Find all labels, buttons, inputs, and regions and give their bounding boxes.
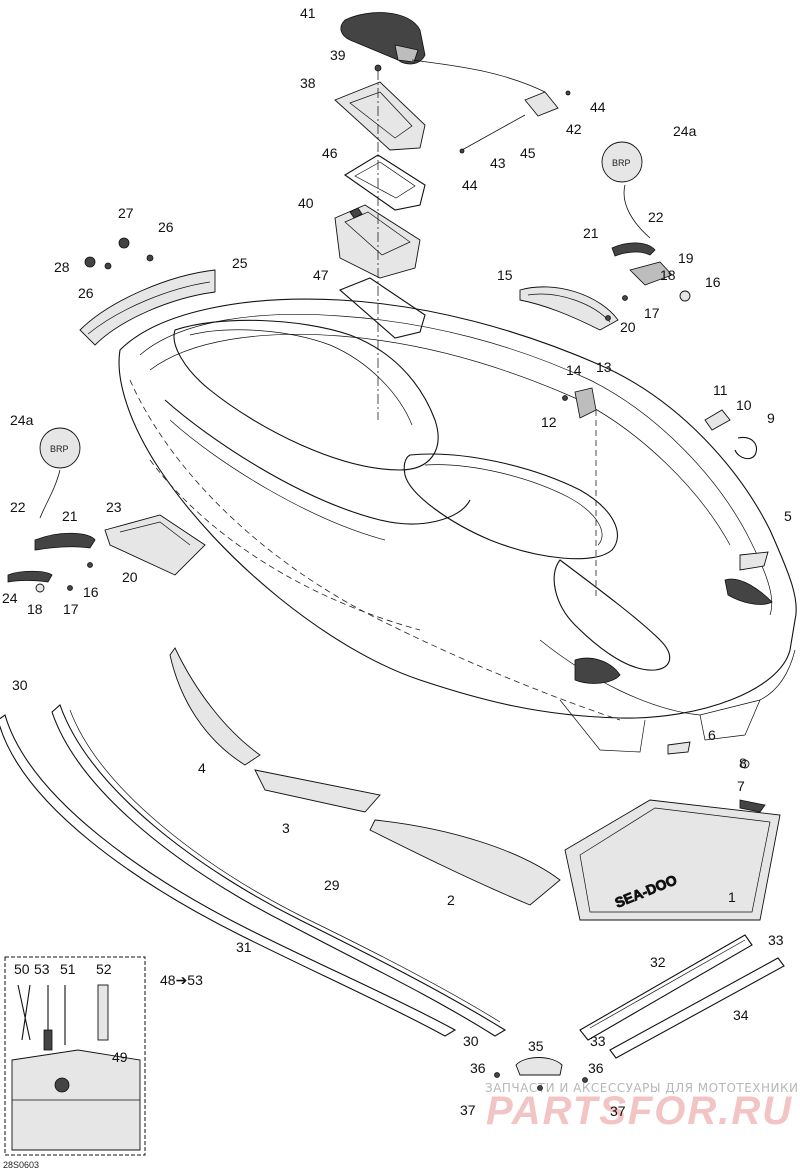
- callout-label: 10: [736, 397, 752, 413]
- callout-label: 24a: [673, 123, 697, 139]
- callout-label: 36: [470, 1060, 486, 1076]
- callout-label: 17: [63, 601, 79, 617]
- callout-label: 20: [620, 319, 636, 335]
- callout-label: 27: [118, 205, 134, 221]
- callout-label: 18: [27, 601, 43, 617]
- callout-label: 32: [650, 954, 666, 970]
- svg-text:BRP: BRP: [612, 158, 631, 168]
- callout-label: 30: [12, 677, 28, 693]
- callout-label: 28: [54, 259, 70, 275]
- callout-label: 22: [648, 209, 664, 225]
- callout-label: 36: [588, 1060, 604, 1076]
- callout-label: 18: [660, 267, 676, 283]
- range-label: 48➔53: [160, 972, 203, 988]
- callout-label: 1: [728, 889, 736, 905]
- callout-label: 16: [705, 274, 721, 290]
- callout-label: 21: [62, 508, 78, 524]
- deck-mats: SEA-DOO: [169, 647, 781, 921]
- gunwale-strips: [0, 704, 507, 1037]
- callout-label: 30: [463, 1033, 479, 1049]
- callout-label: 9: [767, 410, 775, 426]
- callout-label: 24: [2, 590, 18, 606]
- callout-label: 46: [322, 145, 338, 161]
- callout-label: 8: [739, 755, 747, 771]
- callout-label: 6: [708, 727, 716, 743]
- glovebox-assembly: [334, 12, 571, 420]
- callout-label: 37: [460, 1102, 476, 1118]
- svg-text:BRP: BRP: [50, 444, 69, 454]
- brp-logo-right: [601, 141, 643, 183]
- callout-label: 42: [566, 121, 582, 137]
- callout-label: 23: [106, 499, 122, 515]
- callout-label: 21: [583, 225, 599, 241]
- callout-label: 29: [324, 877, 340, 893]
- callout-label: 31: [236, 939, 252, 955]
- right-side-parts: BRP: [519, 141, 757, 600]
- callout-label: 11: [713, 382, 728, 398]
- callout-label: 34: [733, 1007, 749, 1023]
- hull-body: [118, 298, 797, 753]
- watermark-site: PARTSFOR.RU: [486, 1089, 793, 1133]
- callout-label: 22: [10, 499, 26, 515]
- left-grab-handle: [79, 237, 216, 346]
- callout-label: 45: [520, 145, 536, 161]
- callout-label: 16: [83, 584, 99, 600]
- callout-label: 15: [497, 267, 513, 283]
- tool-kit: [4, 956, 146, 1156]
- watermark-tagline: ЗАПЧАСТИ И АКСЕССУАРЫ ДЛЯ МОТОТЕХНИКИ: [485, 1081, 799, 1095]
- callout-label: 20: [122, 569, 138, 585]
- callout-label: 5: [784, 508, 792, 524]
- callout-label: 7: [737, 778, 745, 794]
- brp-logo-left: [39, 427, 81, 469]
- callout-label: 51: [60, 961, 76, 977]
- callout-label: 3: [282, 820, 290, 836]
- document-code: 28S0603: [3, 1160, 39, 1170]
- callout-label: 47: [313, 267, 329, 283]
- callout-label: 37: [610, 1103, 626, 1119]
- callout-label: 13: [596, 359, 612, 375]
- callout-label: 4: [198, 760, 206, 776]
- callout-label: 44: [590, 99, 606, 115]
- rear-strips: [494, 934, 785, 1091]
- callout-label: 40: [298, 195, 314, 211]
- callout-label: 44: [462, 177, 478, 193]
- callout-label: 52: [96, 961, 112, 977]
- callout-label: 50: [14, 961, 30, 977]
- left-side-parts: BRP: [7, 427, 206, 593]
- callout-label: 26: [158, 219, 174, 235]
- callout-label: 2: [447, 892, 455, 908]
- callout-label: 43: [490, 155, 506, 171]
- callout-label: 33: [590, 1033, 606, 1049]
- callout-label: 17: [644, 305, 660, 321]
- callout-label: 25: [232, 255, 248, 271]
- callout-label: 33: [768, 932, 784, 948]
- callout-label: 14: [566, 362, 582, 378]
- callout-label: 49: [112, 1049, 128, 1065]
- callout-labels: 41393844424345444624a2240211927262528261…: [2, 5, 792, 1119]
- watermark: ЗАПЧАСТИ И АКСЕССУАРЫ ДЛЯ МОТОТЕХНИКИ PA…: [485, 1081, 799, 1133]
- callout-label: 38: [300, 75, 316, 91]
- callout-label: 19: [678, 250, 694, 266]
- callout-label: 39: [330, 47, 346, 63]
- callout-label: 41: [300, 5, 316, 21]
- callout-label: 12: [541, 414, 557, 430]
- callout-label: 24a: [10, 412, 34, 428]
- callout-label: 26: [78, 285, 94, 301]
- callout-label: 35: [528, 1038, 544, 1054]
- callout-label: 53: [34, 961, 50, 977]
